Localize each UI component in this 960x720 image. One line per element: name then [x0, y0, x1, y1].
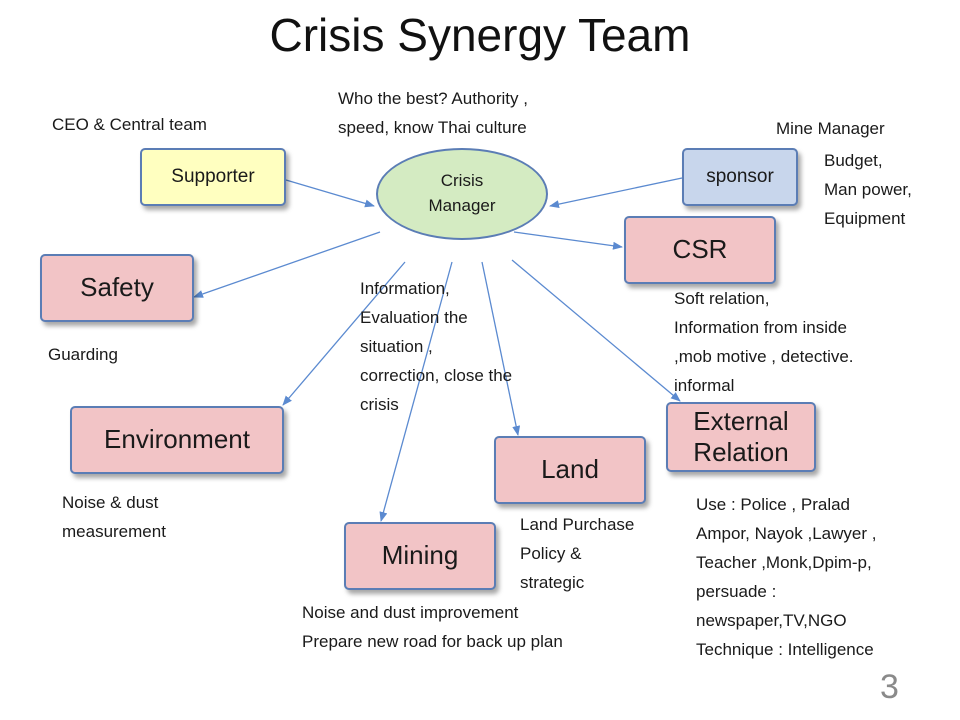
- crisis-manager-label-line2: Manager: [428, 196, 496, 215]
- note-budget: Budget, Man power, Equipment: [824, 146, 912, 233]
- slide-title: Crisis Synergy Team: [269, 9, 691, 61]
- note-line: Use : Police , Pralad: [696, 495, 851, 514]
- note-line: Information,: [360, 279, 450, 298]
- note-line: Information from inside: [674, 318, 847, 337]
- safety-box: Safety: [40, 254, 194, 322]
- arrow-supporter-to-manager: [285, 179, 375, 208]
- note-line: Policy &: [520, 544, 582, 563]
- note-ceo-central-team: CEO & Central team: [52, 115, 207, 134]
- sponsor-box: sponsor: [682, 148, 798, 206]
- external-relation-line1: External: [693, 405, 789, 436]
- note-line: Technique : Intelligence: [696, 640, 874, 659]
- arrow-manager-to-csr: [513, 231, 623, 250]
- note-line: crisis: [360, 395, 399, 414]
- note-line: Prepare new road for back up plan: [302, 632, 563, 651]
- note-line: Equipment: [824, 209, 906, 228]
- note-line: situation ,: [360, 337, 433, 356]
- external-relation-line2: Relation: [693, 437, 789, 467]
- note-line: Noise & dust: [62, 493, 159, 512]
- note-line: informal: [674, 376, 735, 395]
- arrow-manager-to-land: [481, 261, 521, 436]
- crisis-manager-node: Crisis Manager: [376, 148, 548, 240]
- csr-box: CSR: [624, 216, 776, 284]
- note-line: strategic: [520, 573, 585, 592]
- note-information: Information, Evaluation the situation , …: [360, 274, 512, 419]
- note-line: Teacher ,Monk,Dpim-p,: [696, 553, 872, 572]
- supporter-box: Supporter: [140, 148, 286, 206]
- note-line: persuade :: [696, 582, 777, 601]
- note-line: Who the best? Authority ,: [338, 89, 528, 108]
- note-noise-improvement: Noise and dust improvement Prepare new r…: [302, 598, 563, 656]
- arrow-manager-to-safety: [193, 231, 381, 298]
- note-line: measurement: [62, 522, 166, 541]
- crisis-manager-label-line1: Crisis: [440, 171, 484, 191]
- arrow-manager-to-environment: [282, 261, 406, 406]
- note-line: Soft relation,: [674, 289, 770, 308]
- note-who-the-best: Who the best? Authority , speed, know Th…: [338, 84, 528, 142]
- note-line: Ampor, Nayok ,Lawyer ,: [696, 524, 877, 543]
- note-line: Land Purchase: [520, 515, 635, 534]
- land-box: Land: [494, 436, 646, 504]
- note-line: ,mob motive , detective.: [674, 347, 854, 366]
- arrow-sponsor-to-manager: [549, 177, 683, 209]
- note-mine-manager: Mine Manager: [776, 119, 885, 138]
- note-line: correction, close the: [360, 366, 513, 385]
- note-guarding: Guarding: [48, 345, 118, 364]
- external-relation-box: External Relation: [666, 402, 816, 472]
- note-noise-dust-measurement: Noise & dust measurement: [62, 488, 166, 546]
- page-number: 3: [880, 668, 899, 706]
- arrow-manager-to-external-relation: [511, 259, 681, 402]
- note-line: Noise and dust improvement: [302, 603, 519, 622]
- note-line: Man power,: [824, 180, 912, 199]
- note-line: Evaluation the: [360, 308, 468, 327]
- note-line: newspaper,TV,NGO: [696, 611, 847, 630]
- note-use-police: Use : Police , Pralad Ampor, Nayok ,Lawy…: [696, 490, 876, 664]
- environment-box: Environment: [70, 406, 284, 474]
- arrow-manager-to-mining: [379, 261, 453, 522]
- note-line: Budget,: [824, 151, 883, 170]
- note-land-purchase: Land Purchase Policy & strategic: [520, 510, 634, 597]
- note-soft-relation: Soft relation, Information from inside ,…: [674, 284, 854, 400]
- note-line: speed, know Thai culture: [338, 118, 527, 137]
- mining-box: Mining: [344, 522, 496, 590]
